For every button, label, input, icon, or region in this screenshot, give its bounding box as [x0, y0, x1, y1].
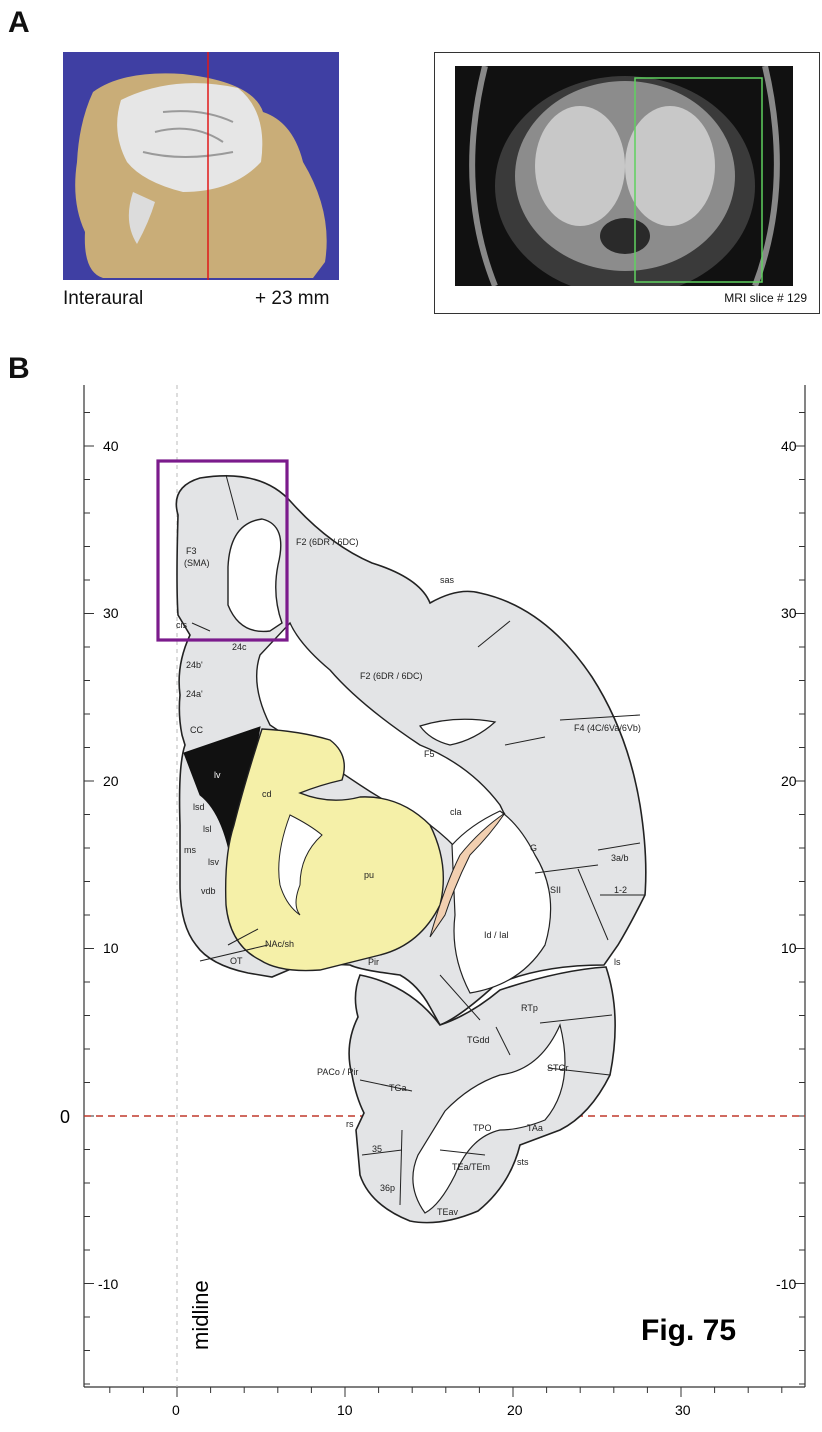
y-tick-label: -10: [98, 1276, 118, 1292]
midline-label: midline: [188, 1280, 213, 1350]
head-3d-render: [63, 52, 339, 280]
region-label-3ab: 3a/b: [611, 853, 629, 863]
y-tick-label-right: 40: [781, 438, 797, 454]
region-label-ot: OT: [230, 956, 243, 966]
region-label-teav: TEav: [437, 1207, 459, 1217]
x-tick-label: 10: [337, 1402, 353, 1418]
mri-slice-label: MRI slice # 129: [724, 291, 807, 305]
region-label-pir: Pir: [368, 957, 379, 967]
y-tick-label: 30: [103, 605, 119, 621]
region-label-taa: TAa: [527, 1123, 543, 1133]
left-axis-ticks: [84, 413, 94, 1385]
region-label-f5: F5: [424, 749, 435, 759]
region-label-24c: 24c: [232, 642, 247, 652]
region-label-stgr: STGr: [547, 1063, 569, 1073]
x-tick-label: 20: [507, 1402, 523, 1418]
region-label-lv: lv: [214, 770, 221, 780]
panel-b-letter: B: [8, 352, 30, 386]
region-label-f3: F3: [186, 546, 197, 556]
mri-image: [455, 66, 793, 286]
region-label-24a: 24a': [186, 689, 203, 699]
region-label-paco: PACo / Pir: [317, 1067, 358, 1077]
bottom-axis-ticks: [110, 1387, 782, 1397]
region-label-cis: cis: [176, 620, 187, 630]
region-label-cc: CC: [190, 725, 203, 735]
region-label-tga: TGa: [389, 1083, 407, 1093]
region-label-sma: (SMA): [184, 558, 210, 568]
region-label-tgdd: TGdd: [467, 1035, 490, 1045]
mri-frame: MRI slice # 129: [434, 52, 820, 314]
region-label-teatem: TEa/TEm: [452, 1162, 490, 1172]
y-tick-label: 20: [103, 773, 119, 789]
region-label-rtp: RTp: [521, 1003, 538, 1013]
region-label-f2-top: F2 (6DR / 6DC): [296, 537, 359, 547]
region-label-sas: sas: [440, 575, 455, 585]
region-label-lsd: lsd: [193, 802, 205, 812]
region-label-vdb: vdb: [201, 886, 216, 896]
region-label-id-ial: Id / Ial: [484, 930, 509, 940]
y-tick-label: 0: [60, 1107, 70, 1127]
region-label-24b: 24b': [186, 660, 203, 670]
interaural-caption: Interaural: [63, 288, 143, 310]
x-tick-label: 0: [172, 1402, 180, 1418]
region-label-f4: F4 (4C/6Va/6Vb): [574, 723, 641, 733]
figure-label: Fig. 75: [641, 1314, 736, 1347]
x-tick-label: 30: [675, 1402, 691, 1418]
region-label-sts: sts: [517, 1157, 529, 1167]
region-label-tpo: TPO: [473, 1123, 492, 1133]
y-tick-label-right: 30: [781, 605, 797, 621]
right-axis-ticks: [795, 413, 805, 1385]
region-label-lsl: lsl: [203, 824, 212, 834]
panel-a-letter: A: [8, 6, 30, 40]
cingulate-sulcus-gap: [228, 519, 282, 631]
region-label-sii: SII: [550, 885, 561, 895]
region-label-cla: cla: [450, 807, 462, 817]
y-tick-label-right: 20: [781, 773, 797, 789]
y-tick-label: 10: [103, 940, 119, 956]
region-label-12: 1-2: [614, 885, 627, 895]
region-label-g: G: [530, 843, 537, 853]
region-label-rs: rs: [346, 1119, 354, 1129]
region-label-ms: ms: [184, 845, 196, 855]
region-label-pu: pu: [364, 870, 374, 880]
y-tick-label: 40: [103, 438, 119, 454]
region-label-cd: cd: [262, 789, 272, 799]
y-tick-label-right: -10: [776, 1276, 796, 1292]
y-tick-label-right: 10: [781, 940, 797, 956]
interaural-value: + 23 mm: [255, 288, 329, 310]
region-label-lsv: lsv: [208, 857, 219, 867]
region-label-36p: 36p: [380, 1183, 395, 1193]
region-label-ls: ls: [614, 957, 621, 967]
atlas-diagram: 40 30 20 10 0 -10 40 30 20 10 -10 0 10 2…: [0, 385, 822, 1427]
region-label-35: 35: [372, 1144, 382, 1154]
region-label-f2-mid: F2 (6DR / 6DC): [360, 671, 423, 681]
region-label-nacsh: NAc/sh: [265, 939, 294, 949]
